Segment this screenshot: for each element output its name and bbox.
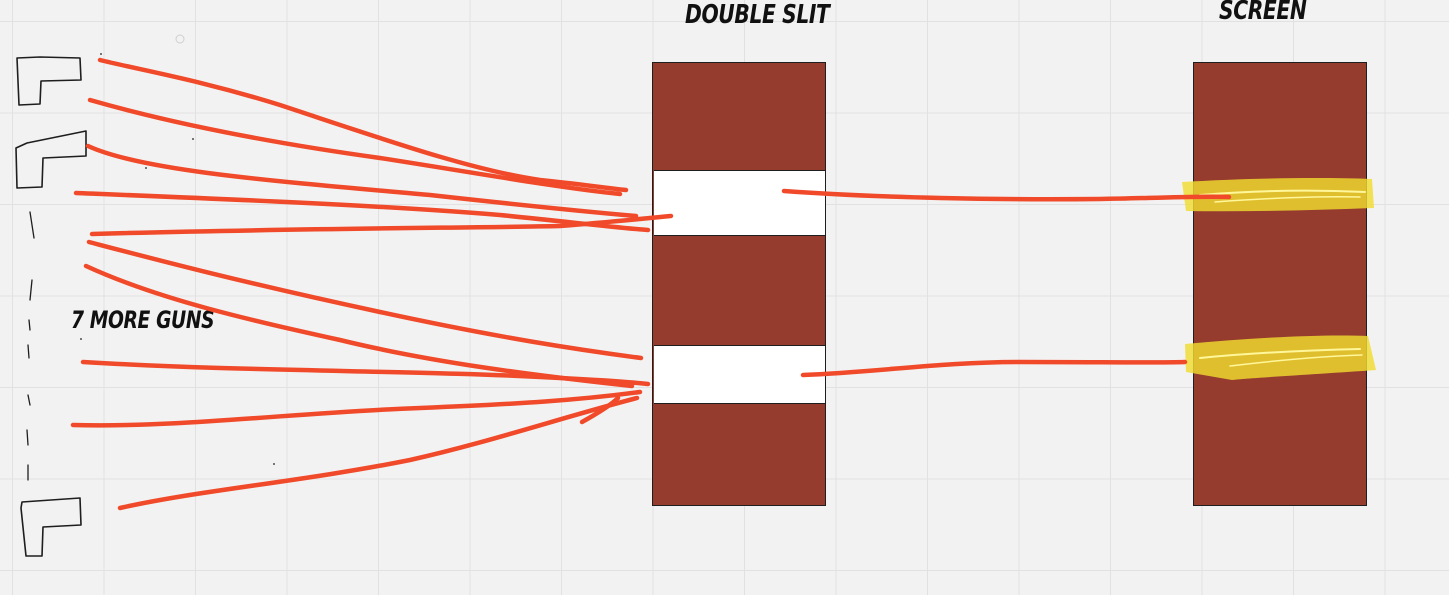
- incoming-rays: [70, 57, 674, 511]
- gun-icon: [16, 56, 82, 106]
- ray: [86, 239, 644, 361]
- detection-screen: [1193, 62, 1367, 506]
- ray: [73, 190, 651, 233]
- more-guns-label: 7 MORE GUNS: [71, 306, 215, 334]
- ray: [117, 395, 640, 511]
- outgoing-rays: [781, 188, 1232, 378]
- double-slit-barrier: [652, 62, 826, 506]
- upper-slit: [653, 170, 825, 236]
- ray: [579, 395, 621, 425]
- double-slit-label: DOUBLE SLIT: [685, 0, 830, 30]
- screen-label: SCREEN: [1219, 0, 1307, 26]
- ray: [89, 213, 674, 237]
- lower-slit: [653, 345, 825, 404]
- ray: [70, 389, 643, 428]
- gun-icon: [20, 497, 82, 557]
- ray: [781, 188, 1232, 202]
- ray: [800, 359, 1188, 378]
- ray: [97, 57, 629, 193]
- ray: [80, 359, 651, 387]
- ellipsis-line: [26, 211, 35, 481]
- lower-highlight: [1185, 335, 1376, 380]
- stray-mark: [175, 34, 185, 44]
- upper-highlight: [1182, 178, 1374, 212]
- gun-icon: [15, 130, 87, 189]
- ray: [85, 143, 639, 219]
- screen-highlights: [1182, 178, 1376, 380]
- ray: [87, 97, 623, 197]
